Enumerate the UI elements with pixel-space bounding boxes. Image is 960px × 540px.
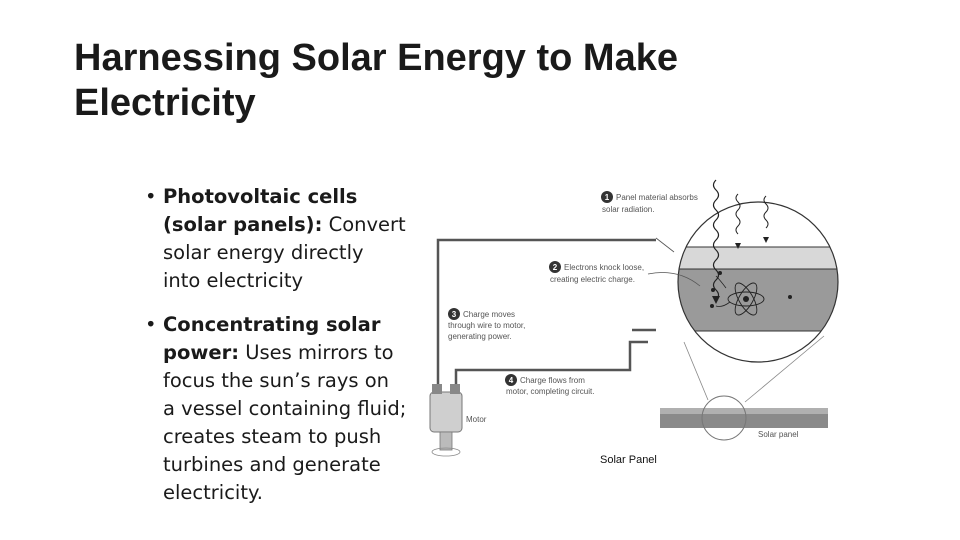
step-4-number: 4 bbox=[509, 376, 514, 385]
step-3-line-1: Charge moves bbox=[463, 310, 515, 319]
bullet-concentrating-solar-term: Concentrating solar power: bbox=[163, 313, 381, 364]
motor-leads bbox=[436, 380, 458, 384]
solar-panel-label: Solar panel bbox=[758, 430, 799, 439]
bullet-list: • Photovoltaic cells (solar panels): Con… bbox=[145, 183, 407, 523]
step-3-number: 3 bbox=[452, 310, 457, 319]
zoom-line-left bbox=[683, 341, 709, 401]
solar-panel-diagram-svg: Motor 1 Panel material absorbs solar rad… bbox=[429, 179, 839, 457]
figure-caption: Solar Panel bbox=[600, 454, 657, 466]
sun-ray-3 bbox=[763, 195, 769, 229]
step-3-line-3: generating power. bbox=[448, 332, 512, 341]
step-3-badge bbox=[448, 308, 460, 320]
bullet-photovoltaic: • Photovoltaic cells (solar panels): Con… bbox=[145, 183, 407, 295]
step-2-number: 2 bbox=[553, 263, 558, 272]
magnifier-circle bbox=[677, 201, 839, 363]
sun-ray-2 bbox=[735, 193, 741, 235]
motor-terminal-left bbox=[432, 384, 442, 394]
step-1-number: 1 bbox=[605, 193, 610, 202]
bullet-concentrating-solar: • Concentrating solar power: Uses mirror… bbox=[145, 311, 407, 507]
slide-title: Harnessing Solar Energy to Make Electric… bbox=[74, 37, 678, 124]
step-1-badge bbox=[601, 191, 613, 203]
circuit-wire bbox=[436, 238, 656, 380]
step-4-badge bbox=[505, 374, 517, 386]
sun-ray-main bbox=[712, 179, 720, 301]
sun-ray-main-arrowhead bbox=[712, 296, 720, 304]
bullet-marker: • bbox=[145, 185, 157, 208]
motor-shaft bbox=[439, 431, 453, 451]
bullet-photovoltaic-term: Photovoltaic cells (solar panels): bbox=[163, 185, 358, 236]
magnified-panel bbox=[678, 202, 838, 362]
step-2-line-1: Electrons knock loose, bbox=[564, 263, 644, 272]
sun-ray-2-arrowhead bbox=[735, 243, 741, 249]
step-1-line-1: Panel material absorbs bbox=[616, 193, 698, 202]
motor-body bbox=[429, 391, 463, 433]
zoom-line-right bbox=[744, 335, 825, 403]
bullet-concentrating-solar-text: Uses mirrors to focus the sun’s rays on … bbox=[163, 341, 407, 504]
panel-strip-top bbox=[660, 408, 828, 414]
solar-panel-diagram: Motor 1 Panel material absorbs solar rad… bbox=[420, 172, 840, 462]
sun-ray-3-arrowhead bbox=[763, 237, 769, 243]
step-4-line-1: Charge flows from bbox=[520, 376, 585, 385]
step-1-pointer bbox=[655, 237, 675, 253]
bullet-photovoltaic-text: Convert solar energy directly into elect… bbox=[163, 213, 406, 292]
step-2-line-2: creating electric charge. bbox=[550, 275, 635, 284]
motor-label: Motor bbox=[466, 415, 487, 424]
step-2-badge bbox=[549, 261, 561, 273]
motor-spin bbox=[431, 447, 461, 457]
bullet-marker: • bbox=[145, 313, 157, 336]
step-3-line-2: through wire to motor, bbox=[448, 321, 525, 330]
zoom-source-circle bbox=[701, 395, 747, 441]
step-1-line-2: solar radiation. bbox=[602, 205, 654, 214]
step-4-line-2: motor, completing circuit. bbox=[506, 387, 594, 396]
motor-terminal-right bbox=[450, 384, 460, 394]
step-2-pointer bbox=[647, 272, 701, 287]
